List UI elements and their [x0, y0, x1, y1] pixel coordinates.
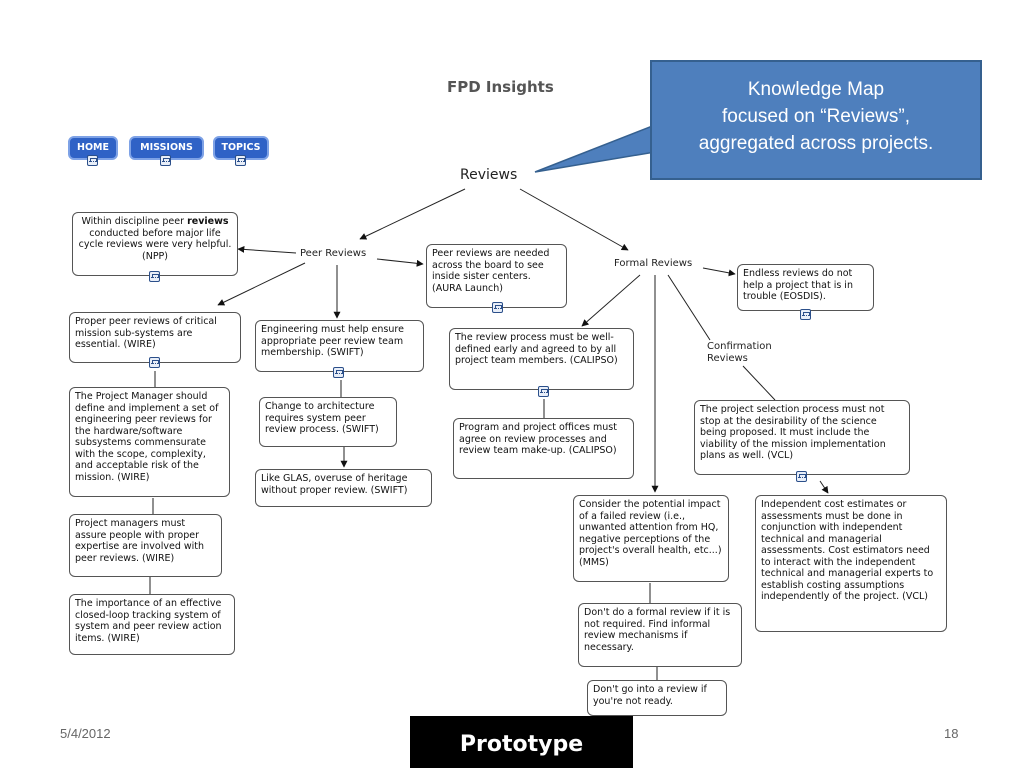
concept-map-icon[interactable] — [149, 357, 160, 368]
insight-eosdis[interactable]: Endless reviews do not help a project th… — [737, 264, 874, 311]
slide-number: 18 — [944, 726, 959, 741]
root-node-reviews[interactable]: Reviews — [460, 167, 518, 183]
insight-npp-pre: Within discipline peer — [81, 216, 185, 227]
insight-swift-2[interactable]: Change to architecture requires system p… — [259, 397, 397, 447]
callout-line: Knowledge Map — [747, 79, 885, 100]
insight-calipso-2[interactable]: Program and project offices must agree o… — [453, 418, 634, 479]
knowledge-map-callout: Knowledge Map focused on “Reviews”, aggr… — [650, 60, 982, 180]
insight-npp-post: conducted before major life cycle review… — [78, 227, 232, 262]
insight-aura[interactable]: Peer reviews are needed across the board… — [426, 244, 567, 308]
insight-mms[interactable]: Consider the potential impact of a faile… — [573, 495, 729, 582]
formal-reviews-node[interactable]: Formal Reviews — [614, 258, 693, 269]
insight-vcl-1[interactable]: The project selection process must not s… — [694, 400, 910, 475]
insight-wire-2[interactable]: The Project Manager should define and im… — [69, 387, 230, 497]
insight-not-ready[interactable]: Don't go into a review if you're not rea… — [587, 680, 727, 716]
concept-map-icon[interactable] — [87, 155, 98, 166]
insight-wire-1[interactable]: Proper peer reviews of critical mission … — [69, 312, 241, 363]
concept-map-icon[interactable] — [538, 386, 549, 397]
callout-line: aggregated across projects. — [698, 133, 934, 154]
insight-vcl-2[interactable]: Independent cost estimates or assessment… — [755, 495, 947, 632]
prototype-stamp: Prototype — [410, 716, 633, 768]
insight-wire-4[interactable]: The importance of an effective closed-lo… — [69, 594, 235, 655]
page-title: FPD Insights — [447, 78, 554, 96]
insight-wire-3[interactable]: Project managers must assure people with… — [69, 514, 222, 577]
concept-map-icon[interactable] — [796, 471, 807, 482]
concept-map-icon[interactable] — [800, 309, 811, 320]
concept-map-icon[interactable] — [333, 367, 344, 378]
concept-map-icon[interactable] — [492, 302, 503, 313]
insight-npp[interactable]: Within discipline peer reviews conducted… — [72, 212, 238, 276]
concept-map-icon[interactable] — [160, 155, 171, 166]
footer-date: 5/4/2012 — [60, 726, 111, 741]
peer-reviews-node[interactable]: Peer Reviews — [300, 248, 367, 259]
insight-swift-3[interactable]: Like GLAS, overuse of heritage without p… — [255, 469, 432, 507]
insight-swift-1[interactable]: Engineering must help ensure appropriate… — [255, 320, 424, 372]
insight-npp-bold: reviews — [187, 216, 229, 227]
callout-line: focused on “Reviews”, — [722, 106, 910, 127]
insight-formal-not-required[interactable]: Don't do a formal review if it is not re… — [578, 603, 742, 667]
confirmation-reviews-node[interactable]: Confirmation Reviews — [707, 341, 772, 364]
concept-map-icon[interactable] — [149, 271, 160, 282]
concept-map-icon[interactable] — [235, 155, 246, 166]
insight-calipso-1[interactable]: The review process must be well-defined … — [449, 328, 634, 390]
